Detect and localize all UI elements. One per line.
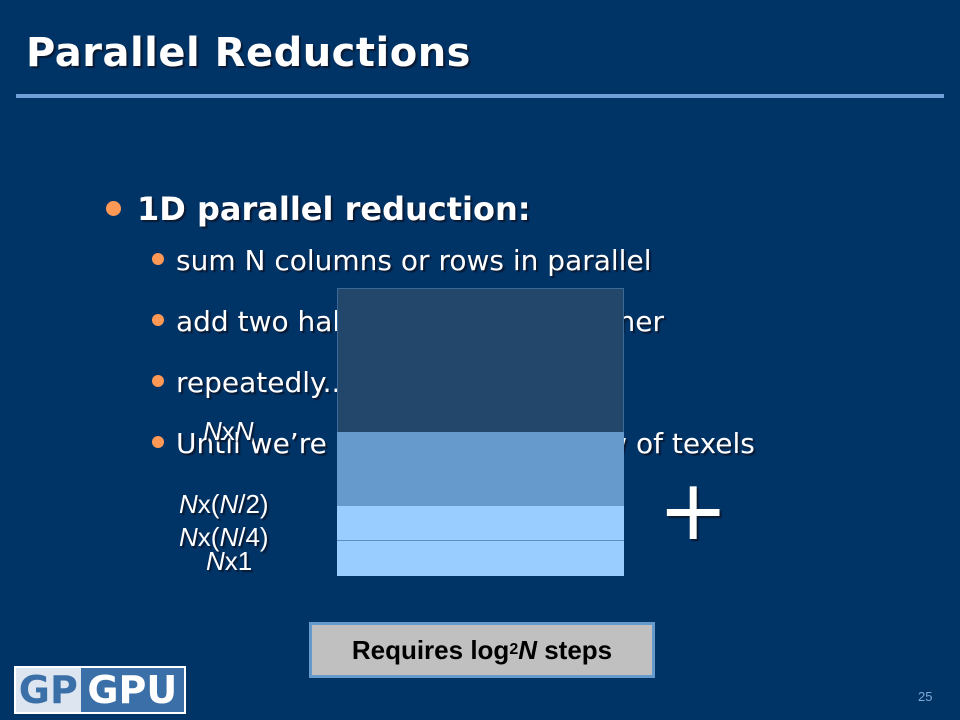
main-bullet: 1D parallel reduction: [106,190,531,228]
label-nx-half: Nx(N/2) [179,489,269,519]
label-nx-quarter: Nx(N/4) [179,522,269,552]
bullet-dot-icon [152,253,164,265]
sub-bullet: sum N columns or rows in parallel [152,244,651,277]
page-number: 25 [918,689,933,704]
title-divider [16,94,944,98]
bullet-dot-icon [152,436,164,448]
main-bullet-text: 1D parallel reduction: [137,190,531,228]
sub-bullet: repeatedly... [152,366,349,399]
bullet-dot-icon [152,314,164,326]
texture-quarter-block [337,506,624,541]
sub-bullet-text: repeatedly... [176,366,350,399]
label-nx1: Nx1 [206,546,253,576]
plus-icon: + [658,461,729,559]
sub-bullet-text: sum N columns or rows in parallel [176,244,652,277]
slide-title: Parallel Reductions [26,30,471,76]
texture-row-block [337,541,624,576]
bullet-dot-icon [106,200,121,216]
texture-half-block [337,432,624,506]
texture-full-block [337,288,624,432]
bullet-dot-icon [152,375,164,387]
label-nxn: NxN [203,416,254,446]
